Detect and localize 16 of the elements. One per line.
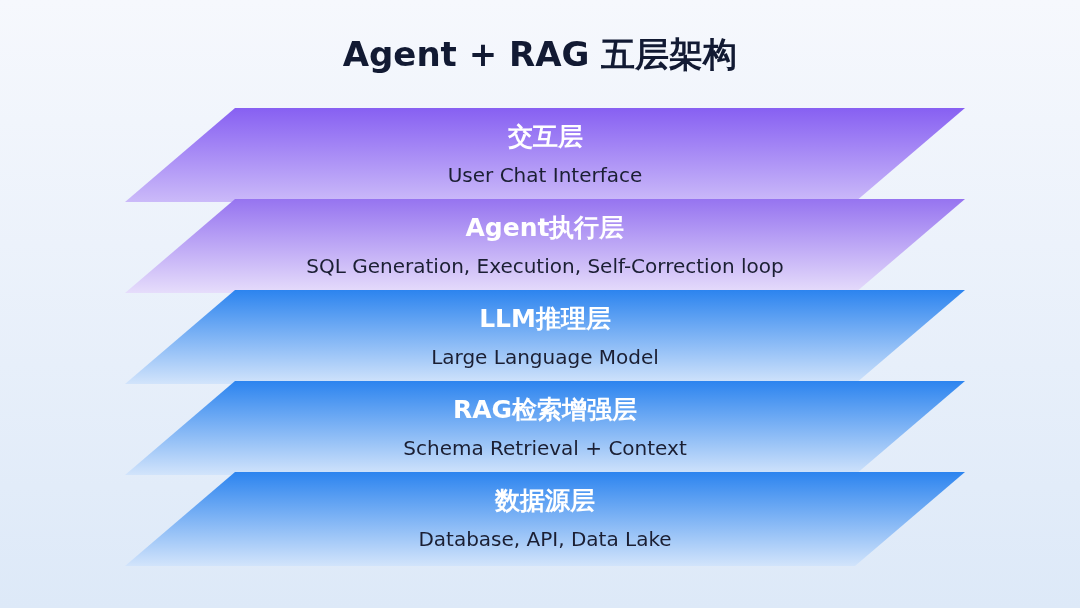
layer-band	[125, 472, 965, 566]
layer-subtitle: SQL Generation, Execution, Self-Correction loop	[306, 254, 784, 278]
layer-title: 数据源层	[495, 486, 595, 515]
layer-band	[125, 381, 965, 475]
layer-title: Agent执行层	[465, 213, 625, 242]
layer-title: 交互层	[507, 122, 583, 151]
layer-title: RAG检索增强层	[452, 395, 638, 424]
layer-subtitle: Database, API, Data Lake	[418, 527, 672, 551]
layer-subtitle: Large Language Model	[431, 345, 659, 369]
title: Agent + RAG 五层架构	[342, 34, 738, 74]
layer-band	[125, 199, 965, 293]
layer-title: LLM推理层	[479, 304, 611, 333]
layer-band	[125, 108, 965, 202]
layer-subtitle: Schema Retrieval + Context	[403, 436, 687, 460]
layer-subtitle: User Chat Interface	[447, 163, 643, 187]
layer-band	[125, 290, 965, 384]
